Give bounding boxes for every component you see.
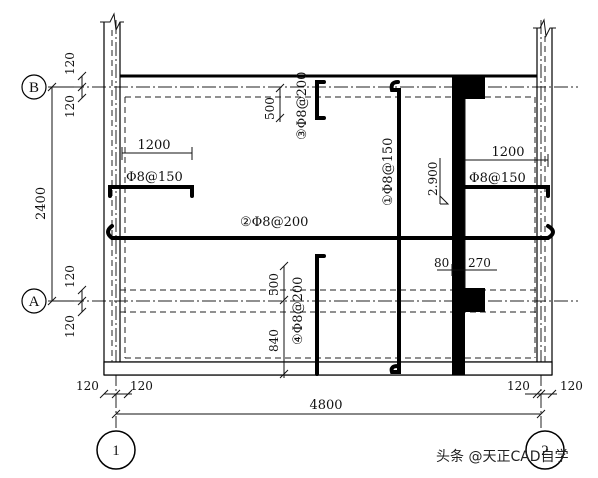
dim-bottom-right-120a: 120 bbox=[507, 379, 530, 393]
grid-bubble-2: 2 bbox=[525, 430, 565, 470]
dim-bottom-right-120b: 120 bbox=[560, 379, 583, 393]
svg-text:1: 1 bbox=[112, 443, 120, 459]
dim-bottom-left-120a: 120 bbox=[76, 379, 99, 393]
dimension-lines bbox=[47, 71, 557, 419]
dim-left-top-120: 120 bbox=[63, 52, 77, 75]
label-left-top-bar: Φ8@150 bbox=[126, 170, 183, 185]
svg-text:A: A bbox=[29, 294, 40, 310]
rebar-left-top bbox=[108, 185, 194, 198]
rebar-3 bbox=[315, 80, 326, 120]
watermark: 头条 @天正CAD自学 bbox=[436, 448, 569, 465]
label-bar-1: ①Φ8@150 bbox=[381, 138, 396, 206]
rebar-1 bbox=[389, 80, 401, 374]
central-beam bbox=[452, 77, 485, 375]
grid-bubble-1: 1 bbox=[96, 430, 136, 470]
rebar-right-top bbox=[463, 185, 550, 198]
rebar-2 bbox=[106, 224, 555, 240]
grid-bubble-a: A bbox=[21, 288, 47, 314]
label-bar-3: ③Φ8@200 bbox=[295, 72, 310, 140]
grid-bubble-b: B bbox=[21, 74, 47, 100]
label-bar-4: ④Φ8@200 bbox=[291, 277, 306, 345]
dim-left-top-120b: 120 bbox=[63, 95, 77, 118]
walls bbox=[100, 12, 556, 376]
label-right-top-bar: Φ8@150 bbox=[469, 171, 526, 186]
dim-right-rebar-1200: 1200 bbox=[491, 145, 524, 160]
dim-beam-270: 270 bbox=[468, 256, 491, 270]
elevation-text: 2.900 bbox=[426, 162, 440, 196]
dim-bottom-4800: 4800 bbox=[309, 398, 342, 413]
dim-left-rebar-1200: 1200 bbox=[137, 138, 170, 153]
dim-top-500: 500 bbox=[263, 97, 277, 120]
dim-lower-840: 840 bbox=[267, 329, 281, 352]
dim-left-2400: 2400 bbox=[34, 187, 49, 220]
dim-beam-80: 80 bbox=[434, 256, 449, 270]
dim-left-bot-120: 120 bbox=[63, 265, 77, 288]
dim-bottom-left-120b: 120 bbox=[130, 379, 153, 393]
rebars bbox=[106, 80, 555, 376]
rebar-4 bbox=[315, 254, 326, 376]
svg-text:B: B bbox=[29, 80, 39, 96]
dim-lower-500: 500 bbox=[267, 273, 281, 296]
dim-left-bot-120b: 120 bbox=[63, 315, 77, 338]
label-bar-2: ②Φ8@200 bbox=[240, 215, 308, 230]
svg-text:2: 2 bbox=[541, 443, 549, 459]
